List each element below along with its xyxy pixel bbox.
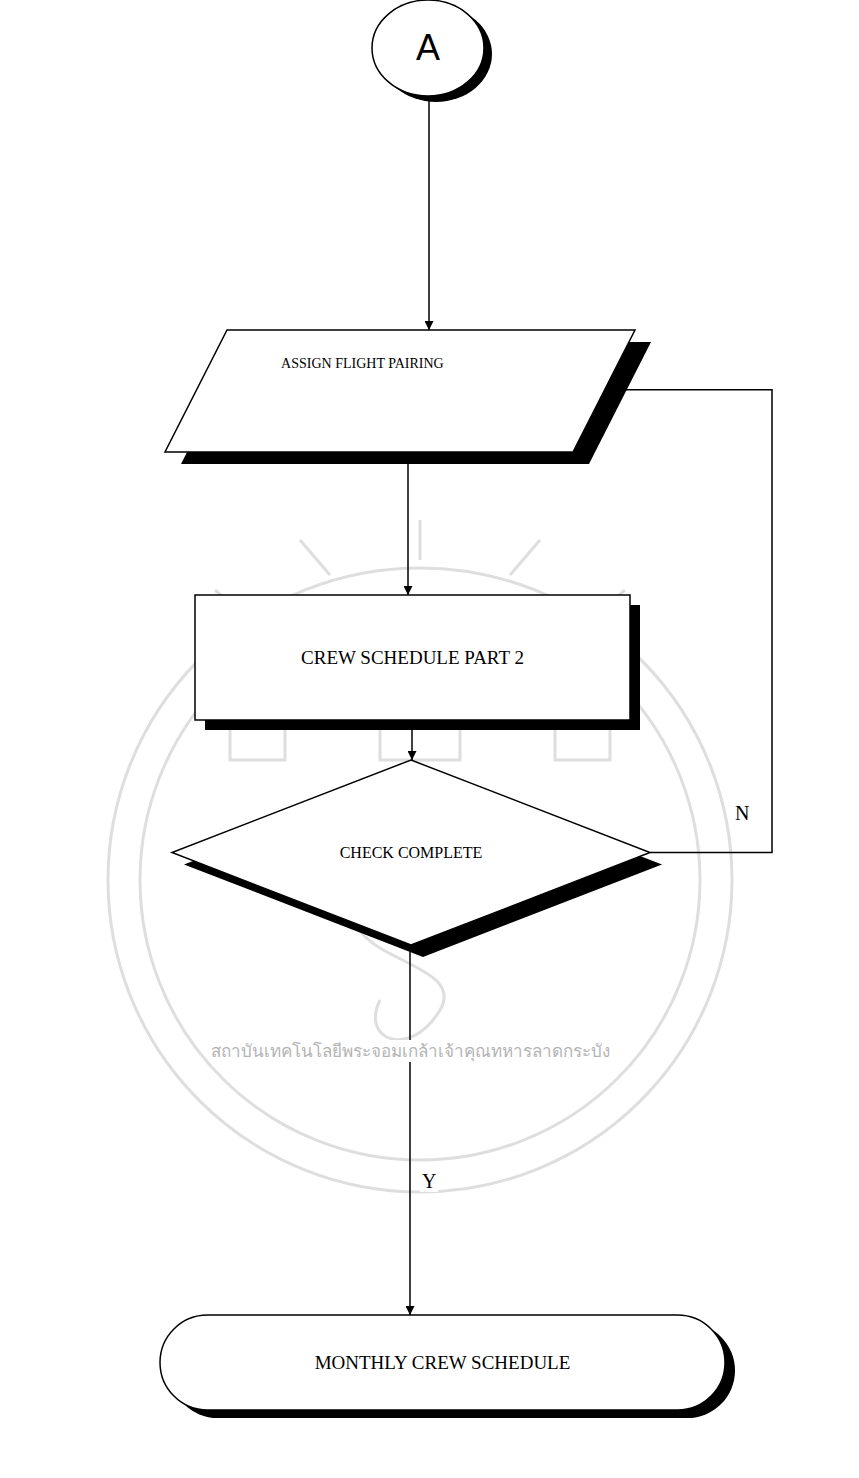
node-text: CREW SCHEDULE PART 2	[301, 647, 524, 669]
node-text: CHECK COMPLETE	[340, 844, 483, 862]
terminal-box: MONTHLY CREW SCHEDULE	[160, 1315, 725, 1410]
shape-border	[165, 330, 635, 452]
edge-label: Y	[420, 1170, 438, 1192]
process-box: CREW SCHEDULE PART 2	[195, 595, 630, 720]
shape-border	[160, 1315, 725, 1410]
decision-diamond: CHECK COMPLETE	[172, 760, 650, 945]
shape-border	[172, 760, 650, 945]
connector-circle: A	[372, 0, 484, 96]
node-outline	[165, 330, 635, 452]
watermark-text: สถาบันเทคโนโลยีพระจอมเกล้าเจ้าคุณทหารลาด…	[211, 1040, 610, 1062]
shape-border	[195, 595, 630, 720]
flow-connector	[407, 452, 409, 595]
shape-border	[372, 0, 484, 96]
node-text: ASSIGN FLIGHT PAIRING	[281, 356, 444, 372]
edge-label: N	[733, 802, 751, 824]
flow-connector	[428, 96, 430, 330]
input-parallelogram: ASSIGN FLIGHT PAIRING	[165, 330, 635, 452]
flow-connector	[409, 945, 411, 1315]
node-text: MONTHLY CREW SCHEDULE	[315, 1352, 571, 1374]
node-text: A	[416, 27, 440, 69]
